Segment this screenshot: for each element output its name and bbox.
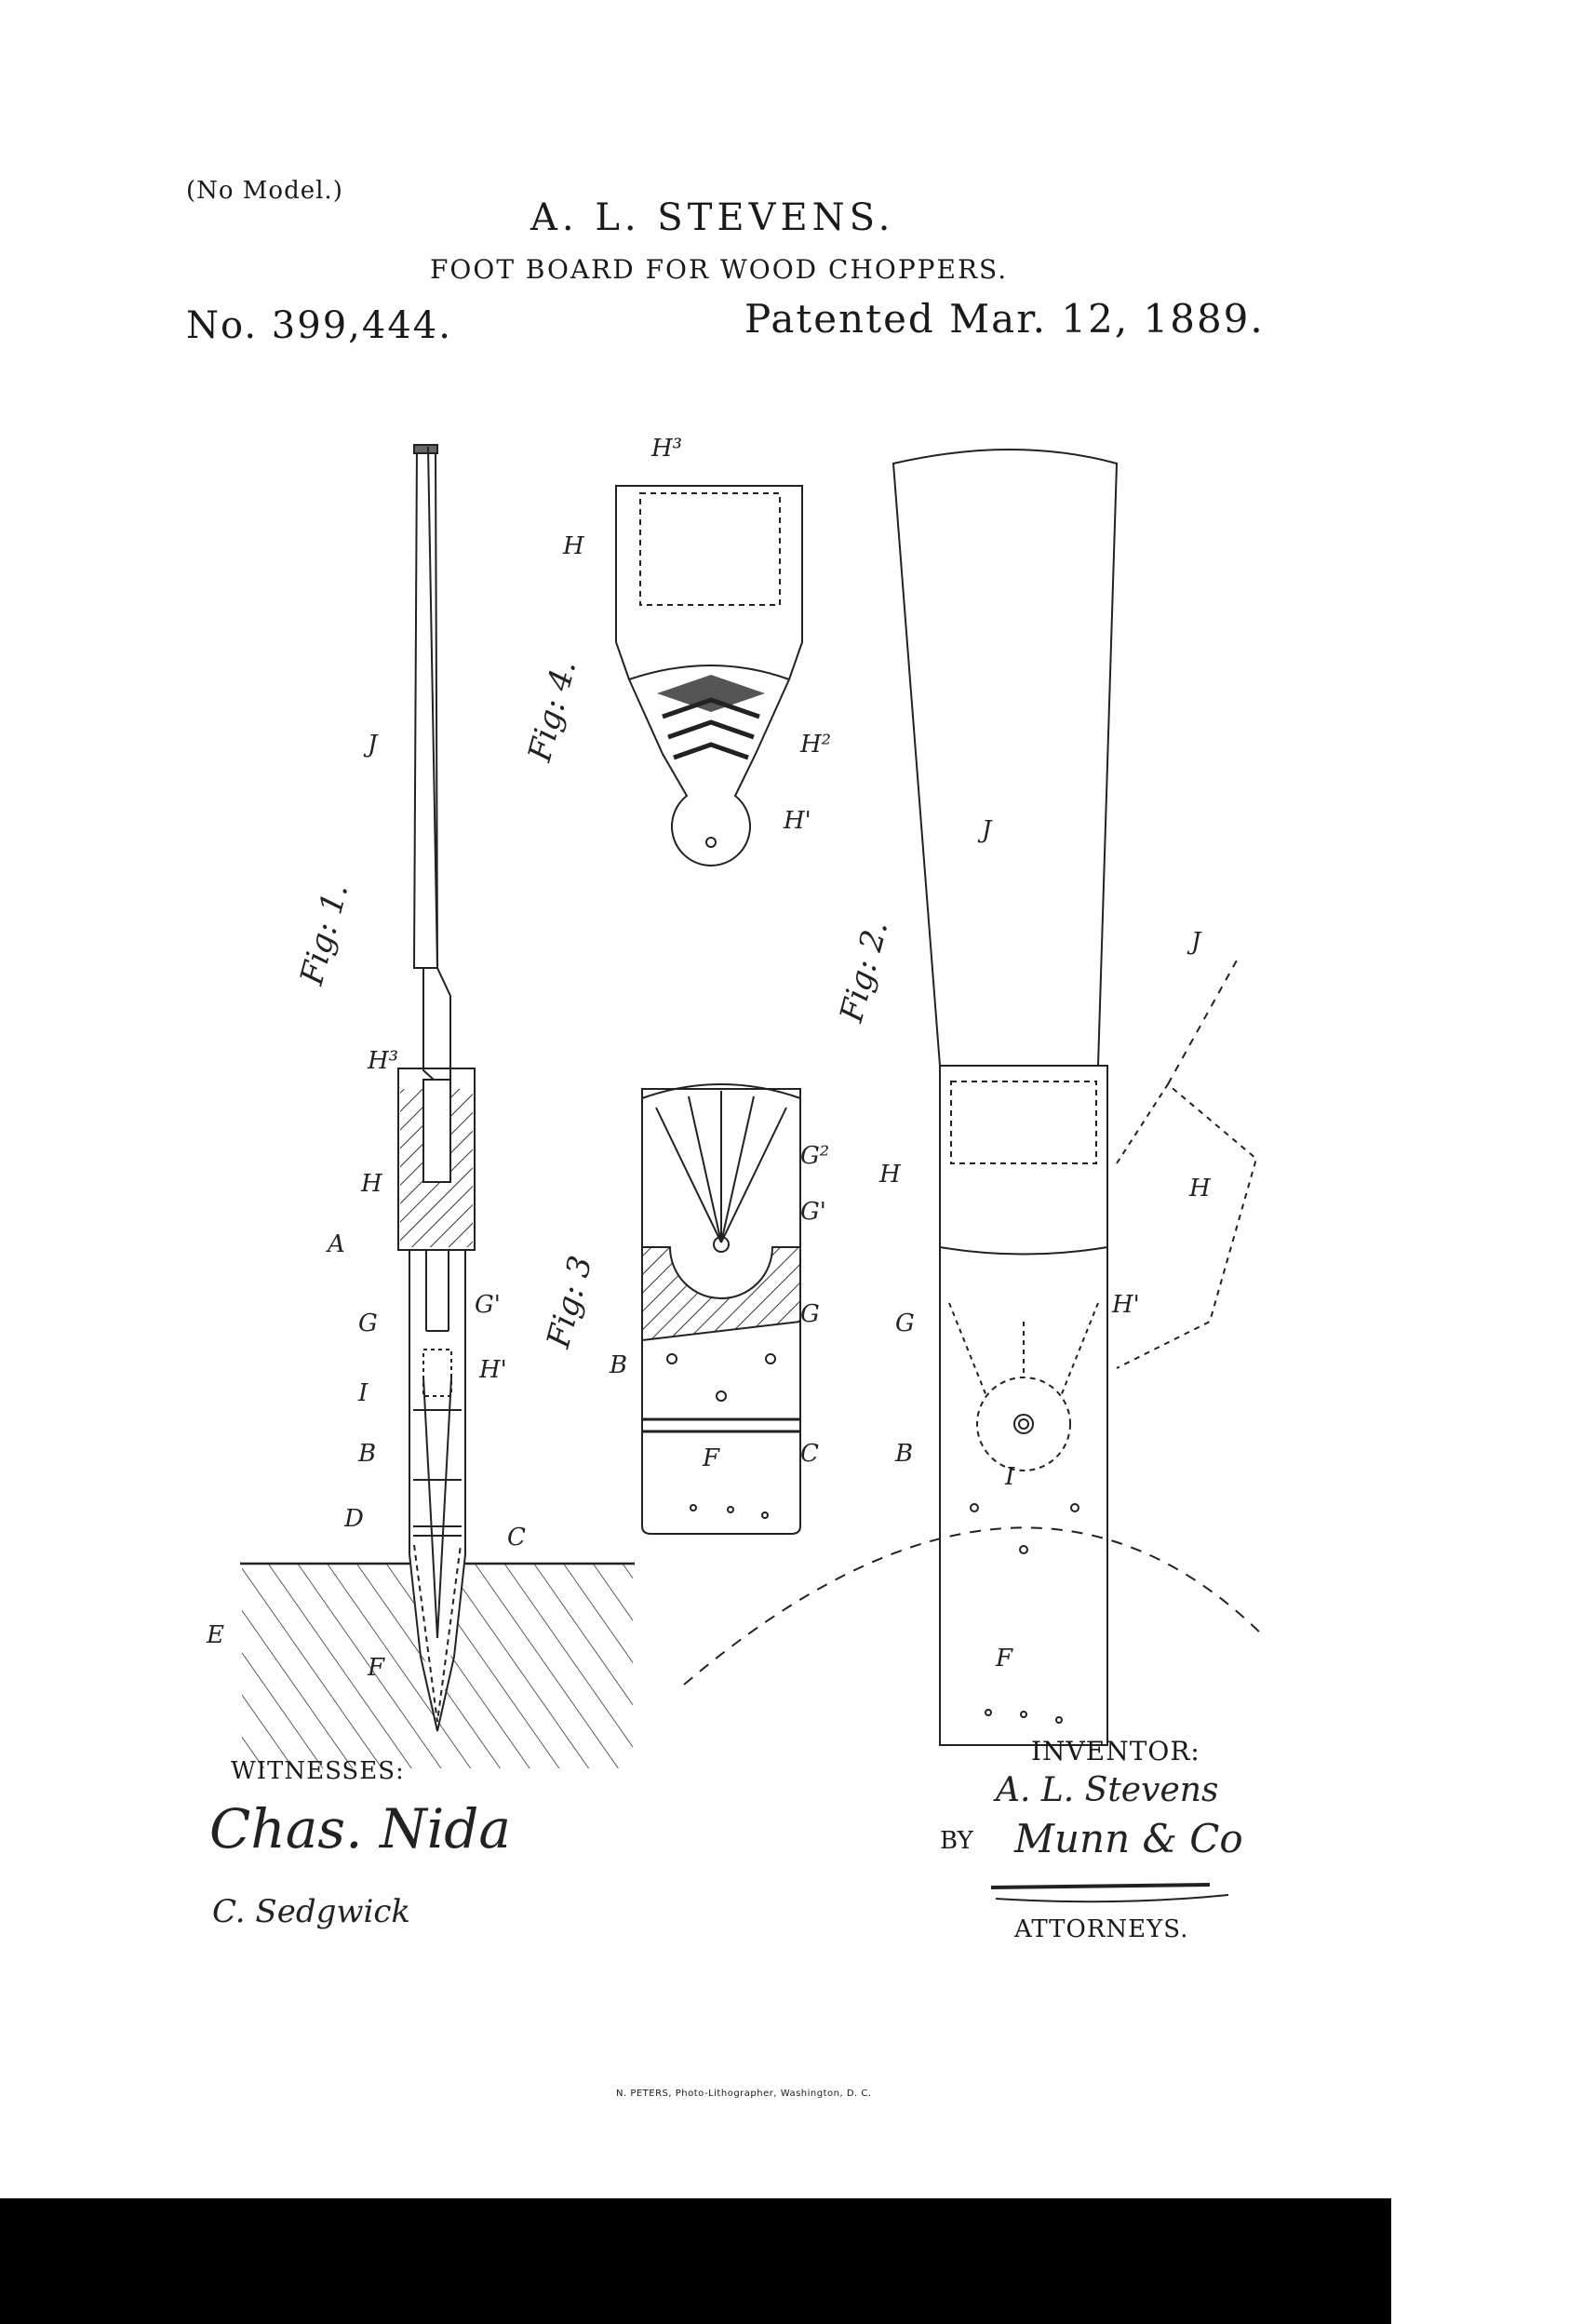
ref-label: G <box>800 1300 820 1328</box>
ref-label: H <box>1188 1175 1212 1202</box>
figure-2-drawing <box>683 449 1267 1746</box>
reference-letters: J H³ H A G G' H' I B D C E F H³ H H² H' … <box>206 435 1212 1682</box>
figure-labels: Fig: 1. Fig: 2. Fig: 3 Fig: 4. <box>293 656 896 1352</box>
patent-date: Patented Mar. 12, 1889. <box>744 296 1265 342</box>
patent-title: FOOT BOARD FOR WOOD CHOPPERS. <box>430 254 1009 285</box>
ref-label: H² <box>799 731 831 759</box>
inventor-label: INVENTOR: <box>1031 1736 1200 1767</box>
printer-credit: N. PETERS, Photo-Lithographer, Washingto… <box>616 2089 872 2099</box>
attorney-signature: Munn & Co <box>1013 1816 1243 1861</box>
ref-label: H' <box>1111 1291 1140 1319</box>
ref-label: D <box>343 1505 364 1533</box>
witnesses-label: WITNESSES: <box>231 1757 405 1785</box>
signatures: Chas. Nida C. Sedgwick A. L. Stevens Mun… <box>209 1771 1243 1930</box>
ref-label: B <box>609 1351 627 1379</box>
ref-label: H³ <box>367 1047 398 1075</box>
ref-label: J <box>363 731 379 759</box>
ref-label: H³ <box>650 435 682 463</box>
ref-label: I <box>1004 1463 1015 1491</box>
by-label: BY <box>940 1827 973 1855</box>
ref-label: E <box>206 1621 224 1649</box>
inventor-signature: A. L. Stevens <box>993 1771 1218 1809</box>
no-model-label: (No Model.) <box>186 177 343 205</box>
ref-label: G <box>358 1310 378 1337</box>
figure-1-drawing <box>397 444 476 1732</box>
ref-label: I <box>357 1379 369 1407</box>
figure-4-drawing <box>615 485 803 866</box>
fig-4-label: Fig: 4. <box>521 656 584 766</box>
ref-label: H' <box>478 1356 507 1384</box>
ref-label: F <box>702 1444 720 1472</box>
fig-1-label: Fig: 1. <box>293 880 356 989</box>
ref-label: G <box>895 1310 915 1337</box>
witness2-signature: C. Sedgwick <box>212 1893 410 1930</box>
fig-2-label: Fig: 2. <box>833 917 896 1027</box>
ref-label: F <box>995 1645 1013 1672</box>
ref-label: G² <box>800 1142 829 1170</box>
scan-edge-bar <box>0 2198 1391 2324</box>
ref-label: C <box>507 1524 526 1552</box>
ground-section <box>240 1562 635 1768</box>
figure-3-drawing <box>641 1083 801 1535</box>
ref-label: J <box>977 816 993 844</box>
ref-label: H' <box>783 807 811 835</box>
ref-label: A <box>326 1230 345 1258</box>
ref-label: G' <box>800 1198 826 1226</box>
inventor-name-heading: A. L. STEVENS. <box>530 196 895 239</box>
ref-label: G' <box>475 1291 501 1319</box>
ref-label: H <box>360 1170 383 1198</box>
ref-label: B <box>894 1440 913 1468</box>
ref-label: C <box>800 1440 819 1468</box>
ref-label: B <box>357 1440 376 1468</box>
ref-label: F <box>367 1654 385 1682</box>
ref-label: J <box>1186 928 1202 956</box>
ref-label: H <box>562 532 585 560</box>
patent-number: No. 399,444. <box>186 304 452 347</box>
witness1-signature: Chas. Nida <box>209 1797 511 1861</box>
attorneys-label: ATTORNEYS. <box>1014 1915 1189 1943</box>
fig-3-label: Fig: 3 <box>540 1252 600 1352</box>
ref-label: H <box>878 1161 902 1189</box>
